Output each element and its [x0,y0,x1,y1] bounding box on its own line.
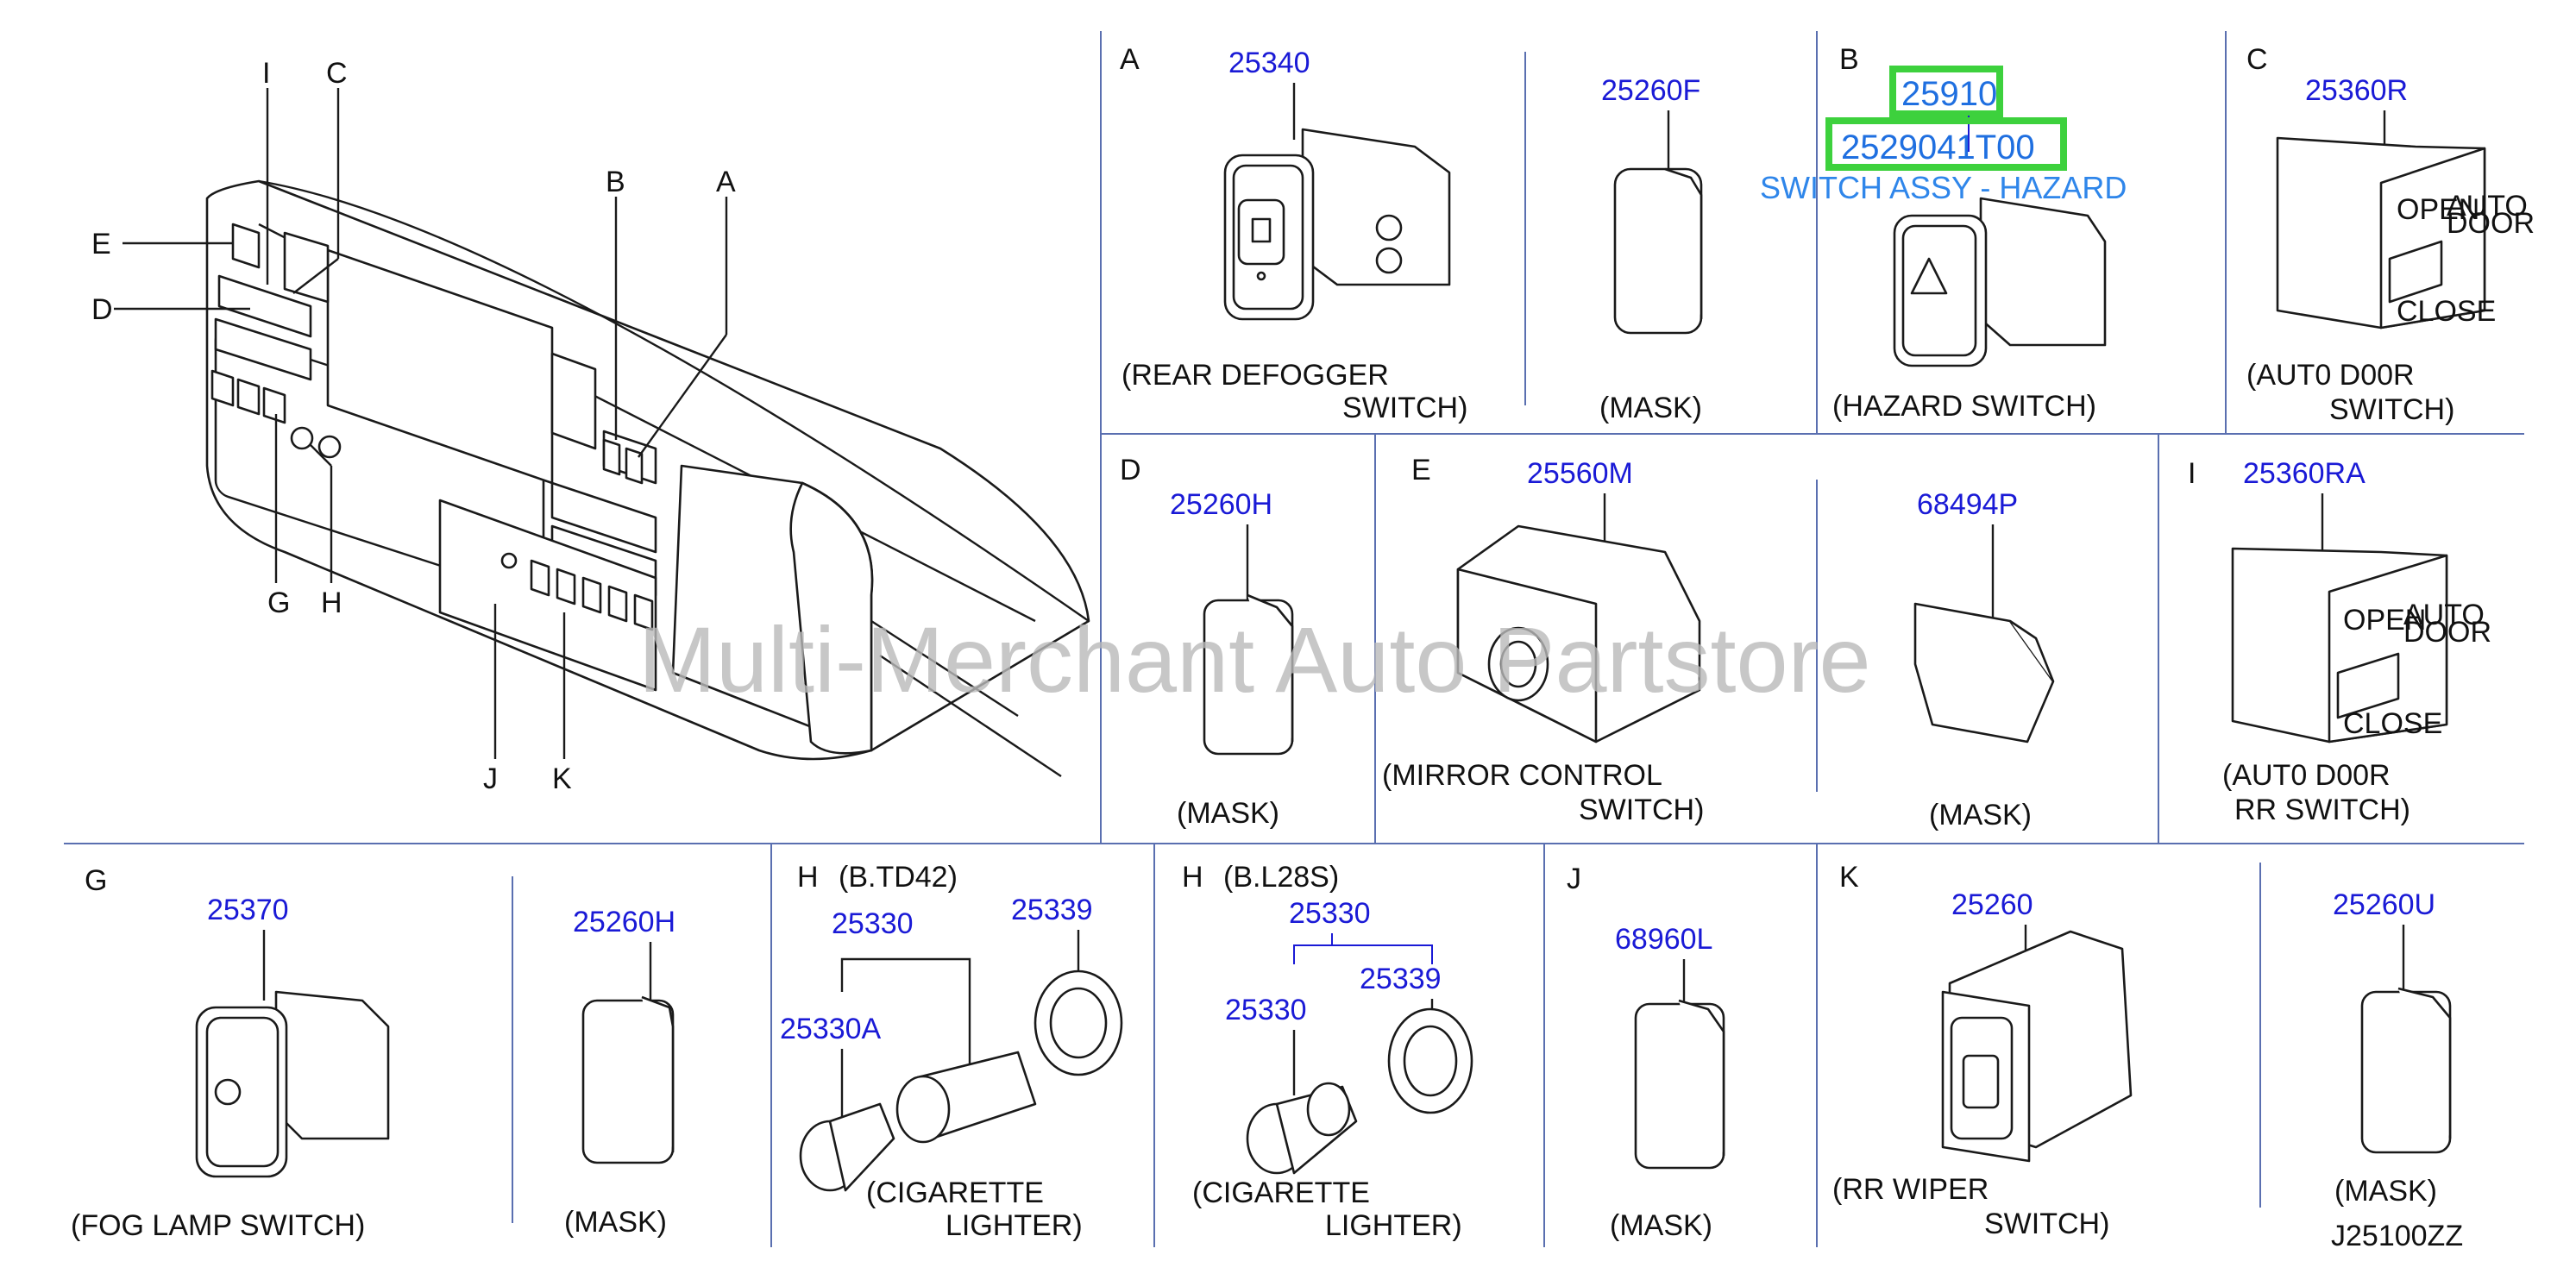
section-e: E 25560M (MIRROR CONTROL SWITCH) 68494P … [1382,454,2055,831]
section-h-td42: H (B.TD42) 25330 25339 25330A (CIGARETTE… [780,861,1123,1242]
variant-h1: (B.TD42) [839,861,958,894]
overview-label-j: J [483,762,498,795]
part-number-25370[interactable]: 25370 [207,894,289,926]
drawing-number: J25100ZZ [2331,1220,2463,1252]
part-number-25910[interactable]: 25910 [1901,75,1997,113]
stamp-close-c: CLOSE [2397,295,2496,328]
highlight-box-25910 [1889,66,2003,117]
section-letter-h2: H [1182,861,1203,894]
overview-labels: I C E D B A G H J K [91,57,736,795]
section-letter-c: C [2246,43,2268,76]
overview-label-e: E [91,228,111,260]
watermark-text: Multi-Merchant Auto Partstore [638,607,1871,712]
stamp-door-i: DOOR [2403,616,2491,649]
overview-label-k: K [552,762,572,795]
caption-hazard-switch: (HAZARD SWITCH) [1832,390,2096,423]
part-number-2529041t00[interactable]: 2529041T00 [1841,129,2035,166]
section-letter-i: I [2188,457,2196,490]
part-number-25560m[interactable]: 25560M [1527,457,1633,490]
stamp-auto-c: AUTO [2447,190,2528,223]
stamp-door-c: DOOR [2447,207,2535,240]
section-d: D 25260H (MASK) [1120,454,1294,830]
caption-rr-wiper-1: (RR WIPER [1832,1173,1989,1206]
section-h-l28s: H (B.L28S) 25330 25330 25339 (CIGARETTE … [1182,861,1473,1242]
caption-mask-j: (MASK) [1610,1209,1712,1242]
overview-label-c: C [326,57,348,90]
section-k: K 25260 (RR WIPER SWITCH) 25260U (MASK) … [1832,861,2463,1252]
section-letter-j: J [1567,863,1581,895]
overview-label-b: B [606,166,625,198]
caption-cigarette-lighter-h1-2: LIGHTER) [946,1209,1083,1242]
part-number-25330a[interactable]: 25330A [780,1013,882,1045]
dashboard-overview-drawing [205,179,1090,777]
part-number-25339-h1[interactable]: 25339 [1011,894,1093,926]
overview-leader-lines [114,88,728,759]
caption-mask-a: (MASK) [1599,392,1702,424]
caption-cigarette-lighter-h2-2: LIGHTER) [1325,1209,1462,1242]
caption-mirror-control-2: SWITCH) [1579,794,1704,826]
section-b: B 25910 2529041T00 SWITCH ASSY - HAZARD … [1760,43,2127,423]
caption-rr-wiper-2: SWITCH) [1984,1208,2109,1240]
caption-mask-g: (MASK) [564,1206,667,1239]
grid-lines [64,31,2524,1247]
section-letter-g: G [85,864,107,897]
variant-h2: (B.L28S) [1223,861,1339,894]
overview-label-i: I [262,57,270,90]
part-number-25260f[interactable]: 25260F [1601,74,1700,107]
stamp-auto-i: AUTO [2403,599,2485,631]
part-number-68494p[interactable]: 68494P [1917,488,2018,521]
overview-label-d: D [91,293,113,326]
section-letter-a: A [1120,43,1140,76]
section-j: J 68960L (MASK) [1567,863,1725,1242]
section-letter-k: K [1839,861,1859,894]
section-letter-e: E [1411,454,1431,486]
part-number-25339-h2[interactable]: 25339 [1360,963,1442,995]
caption-mask-d: (MASK) [1177,797,1279,830]
part-number-25360r[interactable]: 25360R [2305,74,2408,107]
part-number-25360ra[interactable]: 25360RA [2243,457,2366,490]
part-number-25330-h2-top[interactable]: 25330 [1289,897,1371,930]
section-i: I 25360RA OPEN AUTO DOOR CLOSE (AUT0 D00… [2188,457,2491,826]
part-number-25260-k[interactable]: 25260 [1951,888,2033,921]
part-number-25260u[interactable]: 25260U [2333,888,2435,921]
caption-mask-k: (MASK) [2334,1175,2437,1208]
section-a: A 25340 (REAR DEFOGGER SWITCH) 25260F (M… [1120,43,1703,424]
caption-auto-door-2: SWITCH) [2329,393,2454,426]
highlight-box-2529041t00 [1825,117,2067,171]
caption-rear-defogger-2: SWITCH) [1342,392,1467,424]
caption-auto-door-rr-1: (AUT0 D00R [2222,759,2391,792]
section-letter-b: B [1839,43,1859,76]
part-number-25260h-g[interactable]: 25260H [573,906,675,938]
stamp-close-i: CLOSE [2343,707,2442,740]
overview-label-a: A [716,166,736,198]
section-letter-h1: H [797,861,819,894]
caption-auto-door-rr-2: RR SWITCH) [2234,794,2410,826]
part-number-25330-h1[interactable]: 25330 [832,907,914,940]
part-number-25340[interactable]: 25340 [1228,47,1310,79]
section-g: G 25370 (FOG LAMP SWITCH) 25260H (MASK) [71,864,675,1242]
caption-cigarette-lighter-h1-1: (CIGARETTE [866,1176,1044,1209]
caption-cigarette-lighter-h2-1: (CIGARETTE [1192,1176,1370,1209]
caption-mask-e: (MASK) [1929,799,2032,831]
overview-label-h: H [321,587,342,619]
caption-auto-door-1: (AUT0 D00R [2246,359,2415,392]
stamp-open-c: OPEN [2397,193,2479,226]
part-number-25330-h2-left[interactable]: 25330 [1225,994,1307,1026]
section-c: C 25360R OPEN AUTO DOOR CLOSE (AUT0 D00R… [2246,43,2535,426]
overview-label-g: G [267,587,290,619]
section-letter-d: D [1120,454,1141,486]
part-number-25260h-d[interactable]: 25260H [1170,488,1272,521]
caption-fog-lamp-switch: (FOG LAMP SWITCH) [71,1209,365,1242]
part-name-hazard-switch: SWITCH ASSY - HAZARD [1760,170,2127,205]
caption-rear-defogger-1: (REAR DEFOGGER [1122,359,1389,392]
caption-mirror-control-1: (MIRROR CONTROL [1382,759,1662,792]
part-number-68960l[interactable]: 68960L [1615,923,1712,956]
stamp-open-i: OPEN [2343,604,2426,637]
